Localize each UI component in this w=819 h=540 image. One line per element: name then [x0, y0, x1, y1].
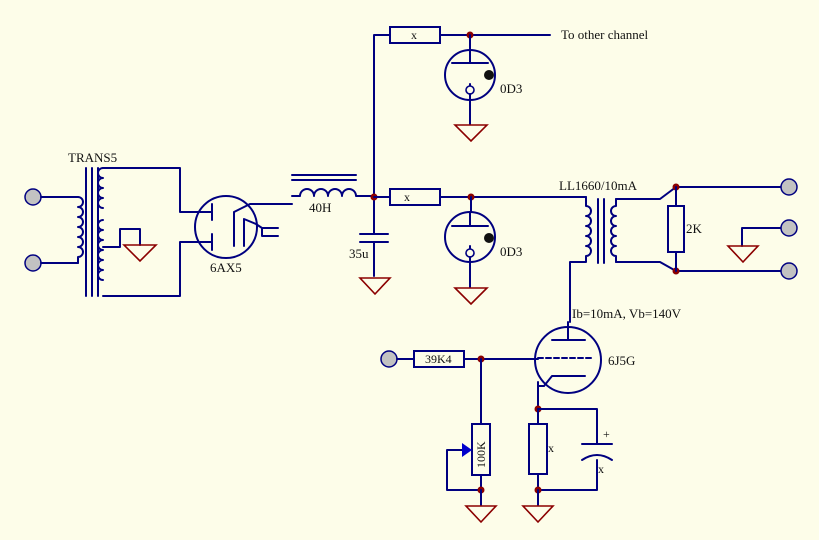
mains-input [24, 188, 79, 272]
choke: 40H [291, 174, 375, 215]
grid-input-terminal [380, 350, 398, 368]
pot-body [471, 423, 491, 476]
power-transformer: TRANS5 [68, 150, 201, 297]
choke-label: 40H [309, 200, 331, 215]
regulator-cathode [465, 248, 475, 258]
output-terminal-ground [780, 219, 798, 237]
triode-tube: 6J5G [534, 321, 635, 409]
input-terminal-top [24, 188, 42, 206]
output-transformer: LL1660/10mA [559, 178, 783, 323]
ground-symbol [464, 505, 498, 524]
regulator-dot [484, 233, 494, 243]
regulator-mid-label: 0D3 [500, 244, 522, 259]
resistor-top [389, 26, 441, 44]
output-terminal-top [780, 178, 798, 196]
grid-input: 39K4 [380, 350, 539, 368]
pot-label: 100K [474, 441, 488, 468]
resistor-mid [389, 188, 441, 206]
filter-capacitor: 35u [349, 195, 392, 296]
cathode-cap-label: x [598, 462, 604, 476]
top-branch: x To other channel 0D3 [373, 26, 649, 197]
output-terminal-bottom [780, 262, 798, 280]
transformer-label: TRANS5 [68, 150, 117, 165]
ground-symbol [358, 277, 392, 296]
b-plus-line: x 0D3 [370, 188, 587, 306]
filter-cap-label: 35u [349, 246, 369, 261]
ground-symbol [726, 245, 760, 264]
ground-symbol [122, 244, 158, 263]
cathode-resistor-label: x [548, 441, 554, 455]
operating-point-label: Ib=10mA, Vb=140V [572, 306, 682, 321]
grid-resistor-label: 39K4 [425, 352, 452, 366]
output-load: 2K [667, 178, 798, 280]
to-other-channel-label: To other channel [561, 27, 649, 42]
grid-resistor [413, 350, 465, 368]
output-transformer-label: LL1660/10mA [559, 178, 638, 193]
potentiometer: 100K [446, 358, 498, 524]
resistor-top-label: x [411, 28, 417, 42]
rectifier-tube: 6AX5 [194, 195, 293, 275]
resistor-mid-label: x [404, 190, 410, 204]
load-resistor-label: 2K [686, 221, 703, 236]
triode-label: 6J5G [608, 353, 635, 368]
ground-symbol [453, 124, 489, 143]
input-terminal-bottom [24, 254, 42, 272]
rectifier-label: 6AX5 [210, 260, 242, 275]
cathode-cap-polarity: + [603, 427, 610, 441]
ground-symbol [521, 505, 555, 524]
load-resistor [667, 205, 685, 253]
cathode-resistor [528, 423, 548, 475]
cathode-network: x + x [521, 405, 613, 524]
regulator-cathode [465, 85, 475, 95]
regulator-top-label: 0D3 [500, 81, 522, 96]
pot-wiper-arrow [462, 443, 472, 457]
regulator-dot [484, 70, 494, 80]
ground-symbol [453, 287, 489, 306]
